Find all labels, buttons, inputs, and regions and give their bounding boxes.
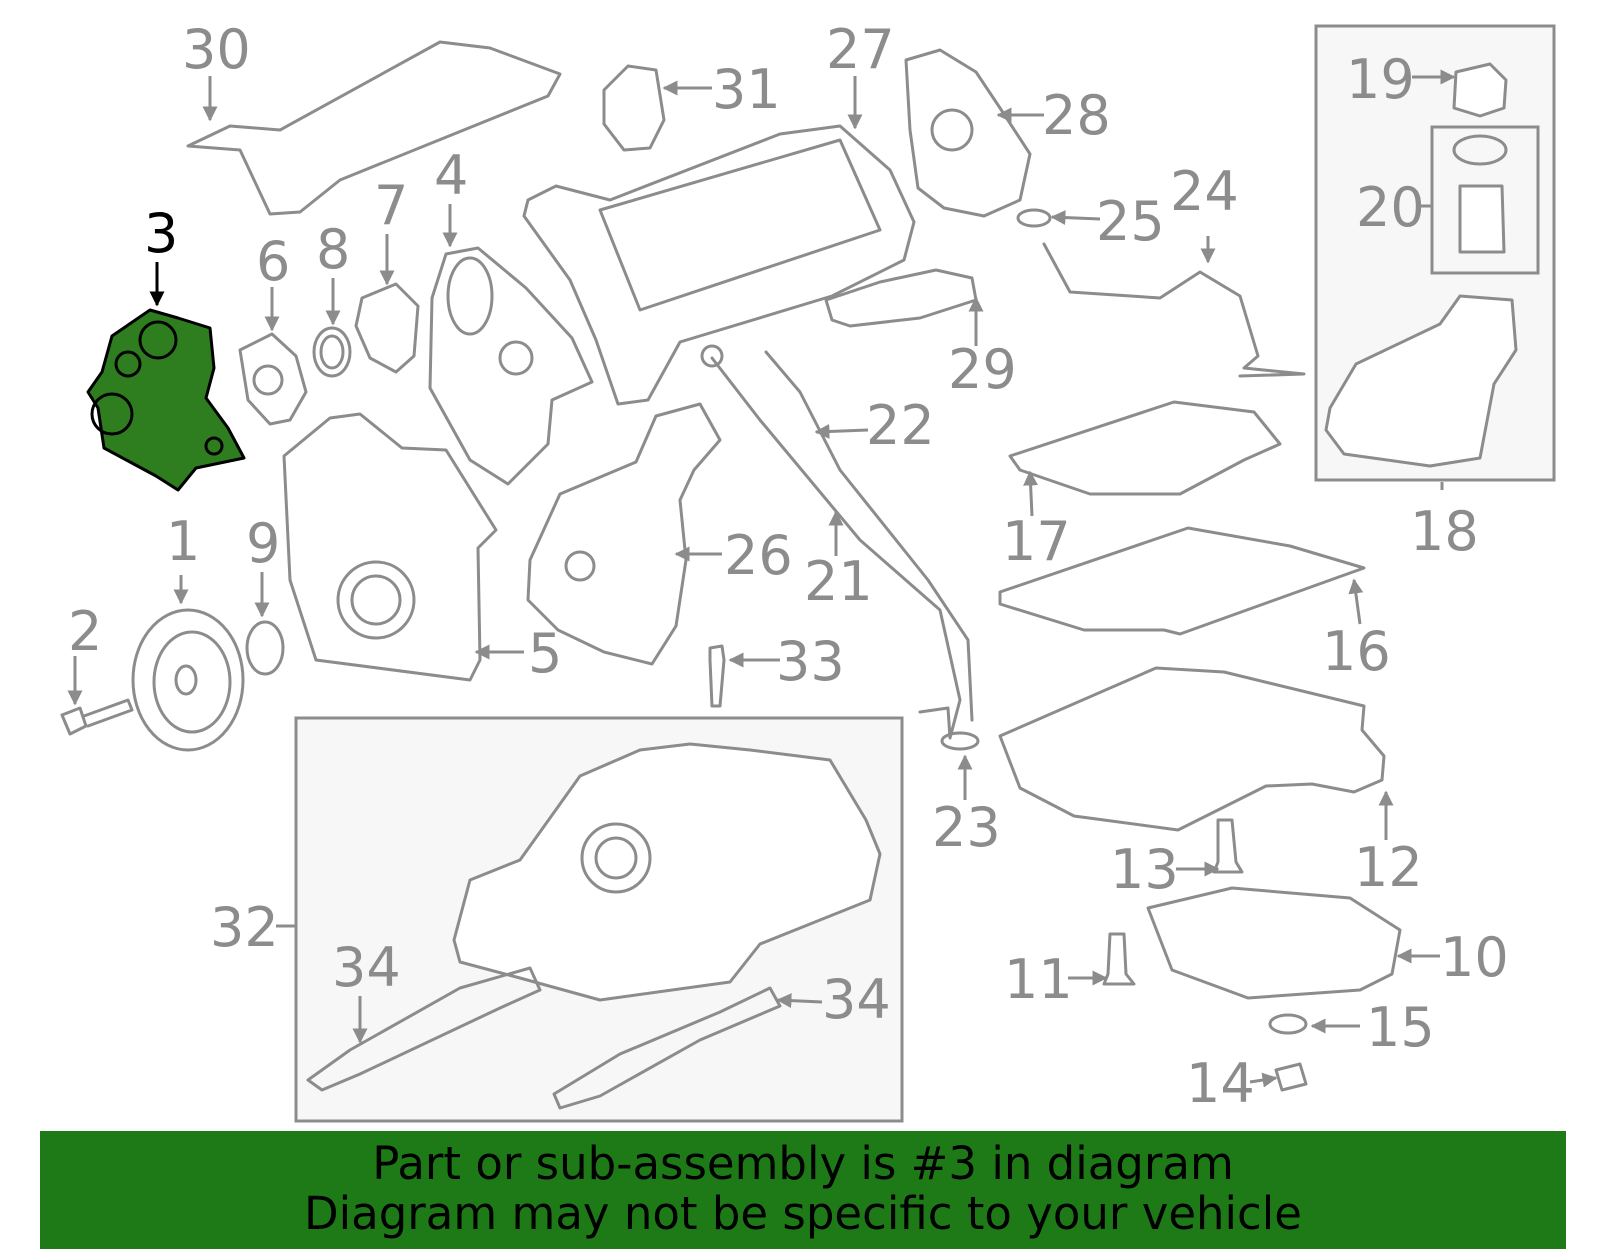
callout-24: 24 [1170,160,1239,223]
callout-33: 33 [776,630,845,693]
part-24-tube[interactable] [1042,242,1306,378]
part-18-housing[interactable] [1324,294,1518,468]
part-28-bracket[interactable] [904,48,1032,218]
callout-20: 20 [1356,176,1425,239]
callout-26: 26 [724,524,793,587]
part-23-washer[interactable] [940,731,980,751]
callout-34-left: 34 [332,936,401,999]
part-21-tube[interactable] [764,350,974,722]
callout-3: 3 [144,202,178,265]
callout-22: 22 [866,394,935,457]
callout-31: 31 [712,58,781,121]
part-25-seal[interactable] [1016,208,1052,228]
part-5-timing-cover[interactable] [282,412,498,682]
part-4-cover[interactable] [428,246,594,486]
part-17-plate[interactable] [1008,400,1282,496]
callout-29: 29 [948,338,1017,401]
callout-16: 16 [1322,620,1391,683]
callout-25: 25 [1096,190,1165,253]
part-14-plug[interactable] [1274,1062,1308,1092]
callout-10: 10 [1440,926,1509,989]
callout-1: 1 [166,510,200,573]
part-16-gasket[interactable] [998,526,1366,636]
callout-8: 8 [316,218,350,281]
part-2-bolt[interactable] [60,698,134,736]
part-9-oring[interactable] [245,620,285,676]
callout-11: 11 [1004,948,1073,1011]
part-7-gasket[interactable] [354,282,420,374]
info-banner: Part or sub-assembly is #3 in diagram Di… [40,1131,1566,1249]
part-15-washer[interactable] [1268,1013,1308,1035]
callout-21: 21 [804,550,873,613]
callout-34-right: 34 [822,968,891,1031]
callout-14: 14 [1186,1052,1255,1115]
part-6[interactable] [238,332,308,426]
callout-17: 17 [1002,510,1071,573]
part-30-gasket[interactable] [186,40,562,216]
part-20-oring[interactable] [1452,134,1508,166]
callout-32: 32 [210,896,279,959]
part-12-upper-pan[interactable] [998,666,1386,832]
part-26-oil-pump[interactable] [526,402,722,666]
callout-23: 23 [932,796,1001,859]
callout-13: 13 [1110,838,1179,901]
callout-30: 30 [182,18,251,81]
part-13-bolt[interactable] [1212,818,1244,874]
callout-27: 27 [826,18,895,81]
banner-line-1: Part or sub-assembly is #3 in diagram [372,1137,1234,1190]
callout-12: 12 [1354,836,1423,899]
callout-18: 18 [1410,500,1479,563]
part-8-seal[interactable] [312,326,352,378]
part-31-cap[interactable] [602,64,666,152]
part-20-filter[interactable] [1458,184,1506,254]
callout-7: 7 [374,174,408,237]
part-19-cap[interactable] [1452,62,1508,118]
callout-4: 4 [434,144,468,207]
part-22-dipstick[interactable] [710,356,962,740]
part-32-intake-manifold[interactable] [452,742,882,1002]
part-11-bolt[interactable] [1102,932,1136,986]
callout-28: 28 [1042,84,1111,147]
callout-2: 2 [68,600,102,663]
part-10-lower-pan[interactable] [1146,886,1402,1000]
callout-9: 9 [246,512,280,575]
part-33-bolt[interactable] [708,644,726,708]
callout-6: 6 [256,230,290,293]
part-27-valve-cover[interactable] [522,124,916,406]
part-3-highlighted[interactable] [86,308,246,492]
part-1-pulley[interactable] [131,608,245,752]
callout-15: 15 [1366,996,1435,1059]
callout-5: 5 [528,622,562,685]
callout-19: 19 [1346,48,1415,111]
banner-line-2: Diagram may not be specific to your vehi… [304,1187,1302,1240]
part-34-gasket-left[interactable] [306,966,542,1092]
